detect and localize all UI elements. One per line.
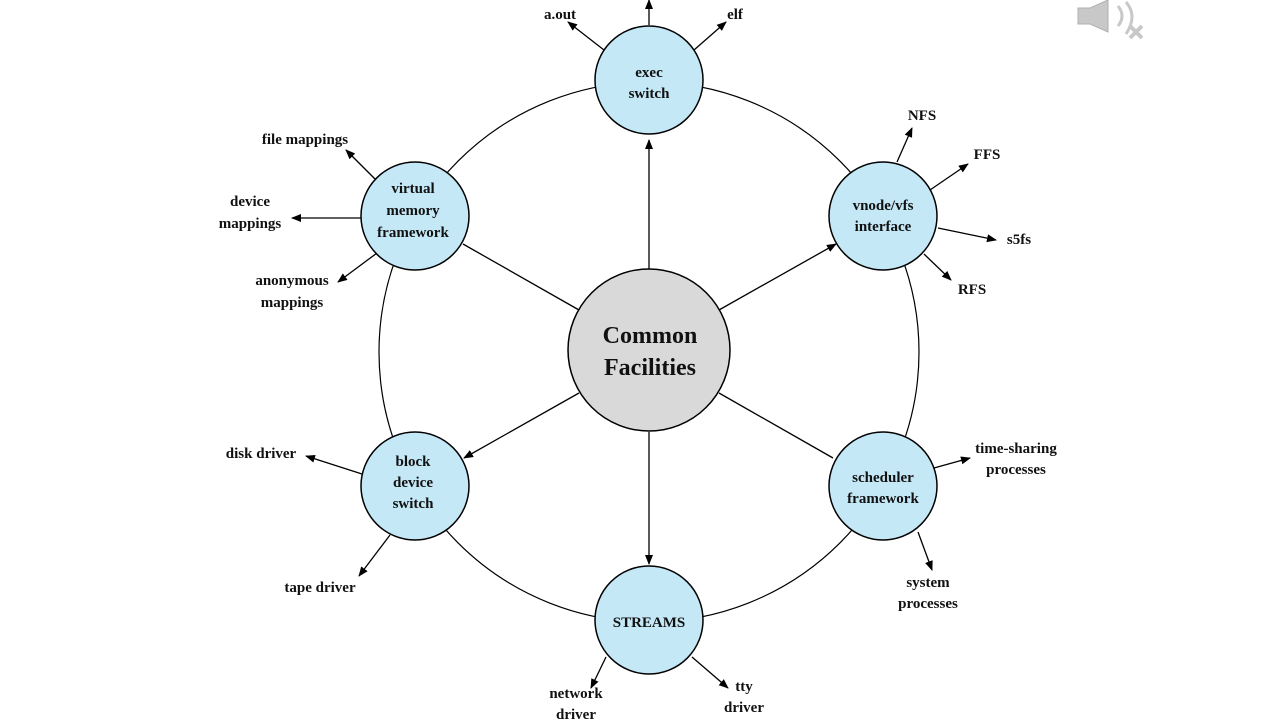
svg-text:memory: memory bbox=[386, 203, 440, 219]
leaf-tape-driver: tape driver bbox=[284, 580, 356, 596]
leaf-file-mappings: file mappings bbox=[262, 132, 348, 148]
spoke-scheduler bbox=[718, 392, 834, 459]
center-label-line2: Facilities bbox=[604, 355, 696, 381]
node-block-device-switch: block device switch bbox=[360, 431, 470, 541]
leaf-timesharing-line2: processes bbox=[986, 462, 1046, 478]
svg-text:interface: interface bbox=[855, 219, 912, 235]
leaf-tty-line2: driver bbox=[724, 700, 764, 716]
svg-text:device: device bbox=[393, 475, 433, 491]
svg-text:virtual: virtual bbox=[391, 181, 434, 197]
leaf-nfs: NFS bbox=[908, 108, 936, 124]
leaf-network-line2: driver bbox=[556, 707, 596, 720]
center-node: Common Facilities bbox=[567, 268, 731, 432]
node-virtual-memory-framework: virtual memory framework bbox=[360, 161, 470, 271]
svg-text:framework: framework bbox=[377, 225, 449, 241]
svg-text:STREAMS: STREAMS bbox=[613, 615, 686, 631]
leaf-ffs: FFS bbox=[974, 147, 1001, 163]
spoke-block bbox=[463, 392, 580, 459]
leaf-device-line2: mappings bbox=[219, 216, 282, 232]
leaf-device-line1: device bbox=[230, 194, 270, 210]
leaf-tty-line1: tty bbox=[735, 679, 753, 695]
spoke-vm bbox=[462, 243, 580, 311]
leaf-anon-line1: anonymous bbox=[255, 273, 329, 289]
spoke-vnode bbox=[718, 243, 837, 311]
leaf-anon-line2: mappings bbox=[261, 295, 324, 311]
leaf-timesharing-line1: time-sharing bbox=[975, 441, 1057, 457]
leaf-arrows bbox=[291, 0, 997, 689]
leaf-s5fs: s5fs bbox=[1007, 232, 1031, 248]
leaf-system-line2: processes bbox=[898, 596, 958, 612]
node-vnode-vfs-interface: vnode/vfs interface bbox=[828, 161, 938, 271]
leaf-network-line1: network bbox=[549, 686, 603, 702]
svg-text:switch: switch bbox=[629, 86, 670, 102]
node-scheduler-framework: scheduler framework bbox=[828, 431, 938, 541]
leaf-aout: a.out bbox=[544, 7, 576, 23]
svg-text:exec: exec bbox=[635, 65, 663, 81]
spokes bbox=[462, 139, 837, 565]
speaker-icon[interactable] bbox=[1074, 0, 1164, 44]
svg-text:framework: framework bbox=[847, 491, 919, 507]
leaf-rfs: RFS bbox=[958, 282, 986, 298]
leaf-elf: elf bbox=[727, 7, 744, 23]
node-streams: STREAMS bbox=[594, 565, 704, 675]
svg-text:vnode/vfs: vnode/vfs bbox=[853, 198, 914, 214]
svg-text:scheduler: scheduler bbox=[852, 470, 914, 486]
center-label-line1: Common bbox=[603, 323, 698, 349]
leaf-system-line1: system bbox=[906, 575, 950, 591]
leaf-disk-driver: disk driver bbox=[226, 446, 297, 462]
svg-text:block: block bbox=[395, 454, 431, 470]
svg-text:switch: switch bbox=[393, 496, 434, 512]
node-exec-switch: exec switch bbox=[594, 25, 704, 135]
leaf-labels: a.out elf NFS FFS s5fs RFS time-sharing … bbox=[219, 7, 1058, 720]
